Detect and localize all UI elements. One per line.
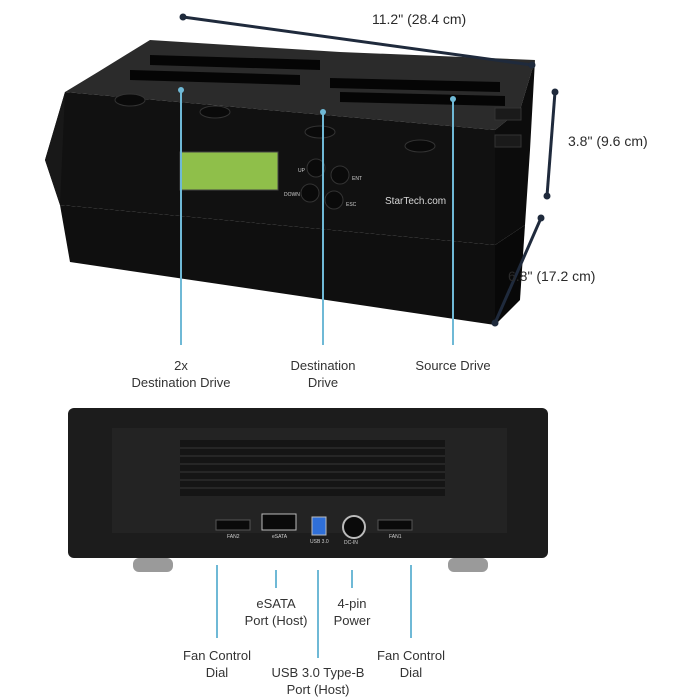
callout-fan-control-dial-left: Fan Control Dial: [183, 648, 251, 680]
front-callout-lines: [180, 91, 454, 345]
dc-in-port: [342, 515, 366, 539]
esata-port: [261, 513, 297, 531]
usb-3-port: [311, 516, 327, 536]
ent-button: [330, 165, 350, 185]
rear-product-image: FAN2 eSATA USB 3.0 DC-IN FAN1: [68, 408, 548, 658]
down-button: [300, 183, 320, 203]
depth-dimension-line: [493, 217, 543, 324]
callout-destination-drive: Destination Drive: [290, 358, 356, 390]
fan2-dial: [215, 519, 251, 531]
fan2-port-label: FAN2: [227, 534, 240, 540]
esc-label: ESC: [346, 202, 357, 208]
callout-usb-port: USB 3.0 Type-B Port (Host): [271, 665, 365, 697]
dcin-port-label: DC-IN: [344, 540, 358, 546]
down-label: DOWN: [284, 192, 300, 198]
ent-label: ENT: [352, 176, 362, 182]
callout-4pin-power: 4-pin Power: [333, 596, 371, 628]
fan1-dial: [377, 519, 413, 531]
lcd-screen: [179, 151, 279, 191]
height-label: 3.8" (9.6 cm): [568, 133, 648, 149]
callout-source-drive: Source Drive: [415, 358, 491, 373]
callout-esata-port: eSATA Port (Host): [244, 596, 308, 628]
usb-port-label: USB 3.0: [310, 539, 329, 545]
dock-right-side: [495, 60, 535, 245]
esata-port-label: eSATA: [272, 534, 288, 540]
callout-2x-destination-drive: 2x Destination Drive: [131, 358, 231, 390]
brand-logo: StarTech.com: [385, 196, 446, 207]
up-button: [306, 158, 326, 178]
depth-label: 6.8" (17.2 cm): [508, 268, 596, 284]
height-dimension-line: [545, 91, 557, 197]
fan1-port-label: FAN1: [389, 534, 402, 540]
up-label: UP: [298, 168, 306, 174]
front-product-image: UP ENT DOWN ESC StarTech.com: [45, 13, 559, 345]
width-dimension-line: [182, 15, 533, 67]
esc-button: [324, 190, 344, 210]
rear-callout-lines: [216, 565, 412, 658]
callout-fan-control-dial-right: Fan Control Dial: [377, 648, 445, 680]
width-label: 11.2" (28.4 cm): [372, 11, 467, 27]
